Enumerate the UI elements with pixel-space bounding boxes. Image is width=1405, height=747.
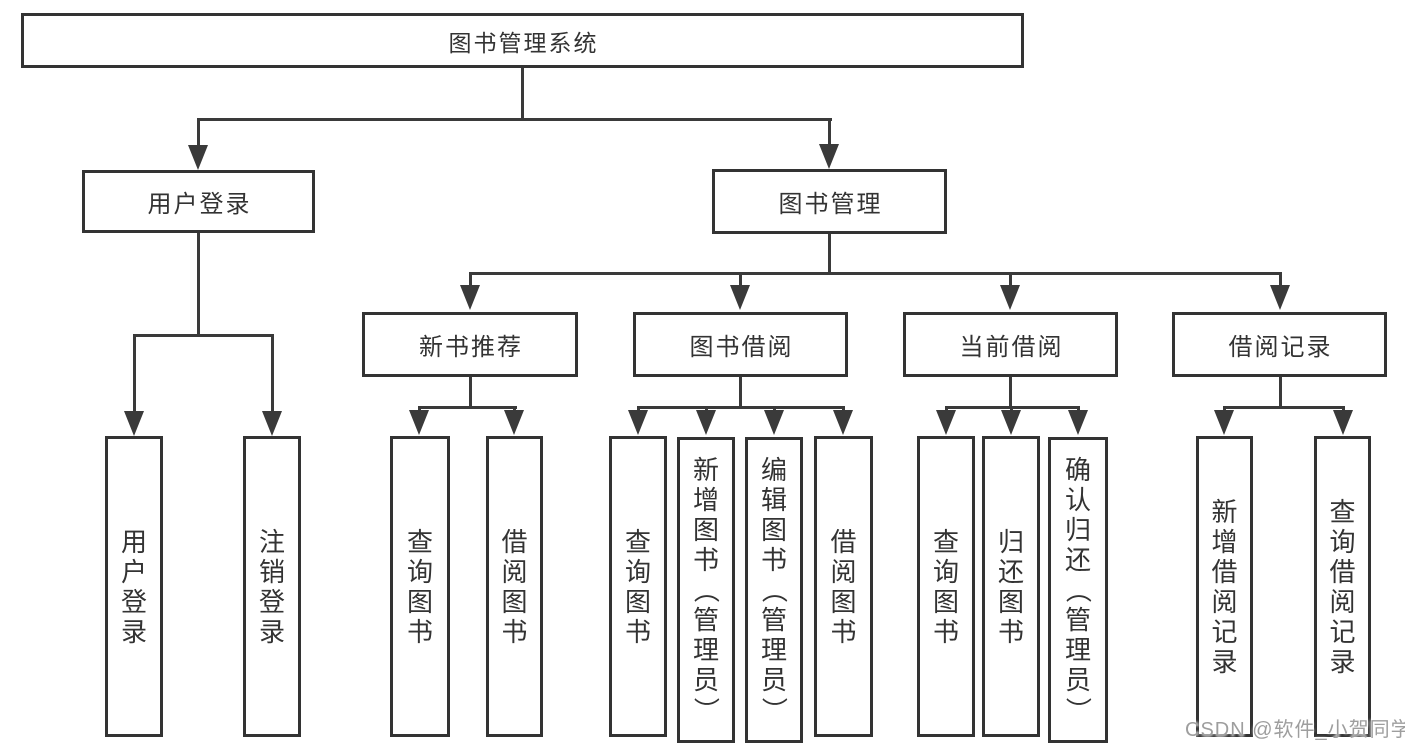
- arrowhead-down-icon: [1000, 285, 1020, 310]
- arrowhead-down-icon: [504, 410, 524, 435]
- leaf-label: 用户登录: [120, 526, 147, 647]
- arrowhead-down-icon: [1333, 410, 1353, 435]
- leaf-query-books-current: 查询图书: [917, 436, 975, 737]
- leaf-label: 查询图书: [624, 526, 651, 647]
- arrowhead-down-icon: [262, 411, 282, 436]
- connector-line: [469, 272, 472, 288]
- leaf-label: 新增借阅记录: [1211, 496, 1238, 677]
- connector-line: [1009, 377, 1012, 409]
- leaf-add-borrow-record: 新增借阅记录: [1196, 436, 1253, 737]
- arrowhead-down-icon: [409, 410, 429, 435]
- arrowhead-down-icon: [628, 410, 648, 435]
- leaf-label: 查询借阅记录: [1329, 496, 1356, 677]
- node-current-borrowing: 当前借阅: [903, 312, 1118, 377]
- connector-line: [828, 234, 831, 275]
- leaf-edit-books-admin: 编辑图书（管理员）: [745, 437, 803, 743]
- connector-line: [197, 118, 200, 148]
- leaf-borrow-books-recommend: 借阅图书: [486, 436, 543, 737]
- connector-line: [521, 68, 524, 118]
- connector-line: [739, 272, 742, 288]
- arrowhead-down-icon: [730, 285, 750, 310]
- arrowhead-down-icon: [460, 285, 480, 310]
- connector-line: [1223, 406, 1345, 409]
- connector-line: [418, 406, 517, 409]
- connector-line: [197, 233, 200, 337]
- leaf-add-books-admin: 新增图书（管理员）: [677, 437, 735, 743]
- arrowhead-down-icon: [1270, 285, 1290, 310]
- leaf-label: 注销登录: [258, 526, 285, 647]
- connector-line: [469, 377, 472, 409]
- arrowhead-down-icon: [1214, 410, 1234, 435]
- arrowhead-down-icon: [696, 410, 716, 435]
- arrowhead-down-icon: [124, 411, 144, 436]
- arrowhead-down-icon: [819, 144, 839, 169]
- leaf-user-login: 用户登录: [105, 436, 163, 737]
- leaf-label: 查询图书: [932, 526, 959, 647]
- node-book-management: 图书管理: [712, 169, 947, 234]
- node-borrowing-records: 借阅记录: [1172, 312, 1387, 377]
- node-library-management-system: 图书管理系统: [21, 13, 1024, 68]
- leaf-return-books: 归还图书: [982, 436, 1040, 737]
- leaf-confirm-return-admin: 确认归还（管理员）: [1048, 437, 1108, 743]
- connector-line: [133, 334, 136, 414]
- node-book-borrowing: 图书借阅: [633, 312, 848, 377]
- arrowhead-down-icon: [936, 410, 956, 435]
- arrowhead-down-icon: [188, 145, 208, 170]
- connector-line: [198, 118, 832, 121]
- connector-line: [637, 406, 845, 409]
- node-new-book-recommend: 新书推荐: [362, 312, 578, 377]
- leaf-logout: 注销登录: [243, 436, 301, 737]
- leaf-label: 确认归还（管理员）: [1062, 455, 1093, 724]
- connector-line: [828, 118, 831, 147]
- node-user-login: 用户登录: [82, 170, 315, 233]
- connector-line: [271, 334, 274, 414]
- leaf-label: 编辑图书（管理员）: [758, 455, 789, 724]
- arrowhead-down-icon: [1001, 410, 1021, 435]
- leaf-borrow-books: 借阅图书: [814, 436, 873, 737]
- leaf-query-books-recommend: 查询图书: [390, 436, 450, 737]
- leaf-query-borrow-record: 查询借阅记录: [1314, 436, 1371, 737]
- arrowhead-down-icon: [1068, 410, 1088, 435]
- connector-line: [133, 334, 274, 337]
- connector-line: [739, 377, 742, 409]
- leaf-label: 归还图书: [997, 526, 1024, 647]
- csdn-watermark: CSDN @软件_小贺同学: [1185, 719, 1405, 741]
- leaf-query-books-borrowing: 查询图书: [609, 436, 667, 737]
- arrowhead-down-icon: [833, 410, 853, 435]
- connector-line: [1009, 272, 1012, 288]
- leaf-label: 新增图书（管理员）: [690, 455, 721, 724]
- connector-line: [1279, 272, 1282, 288]
- leaf-label: 借阅图书: [830, 526, 857, 647]
- leaf-label: 借阅图书: [501, 526, 528, 647]
- arrowhead-down-icon: [764, 410, 784, 435]
- connector-line: [1279, 377, 1282, 409]
- connector-line: [469, 272, 1282, 275]
- leaf-label: 查询图书: [406, 526, 433, 647]
